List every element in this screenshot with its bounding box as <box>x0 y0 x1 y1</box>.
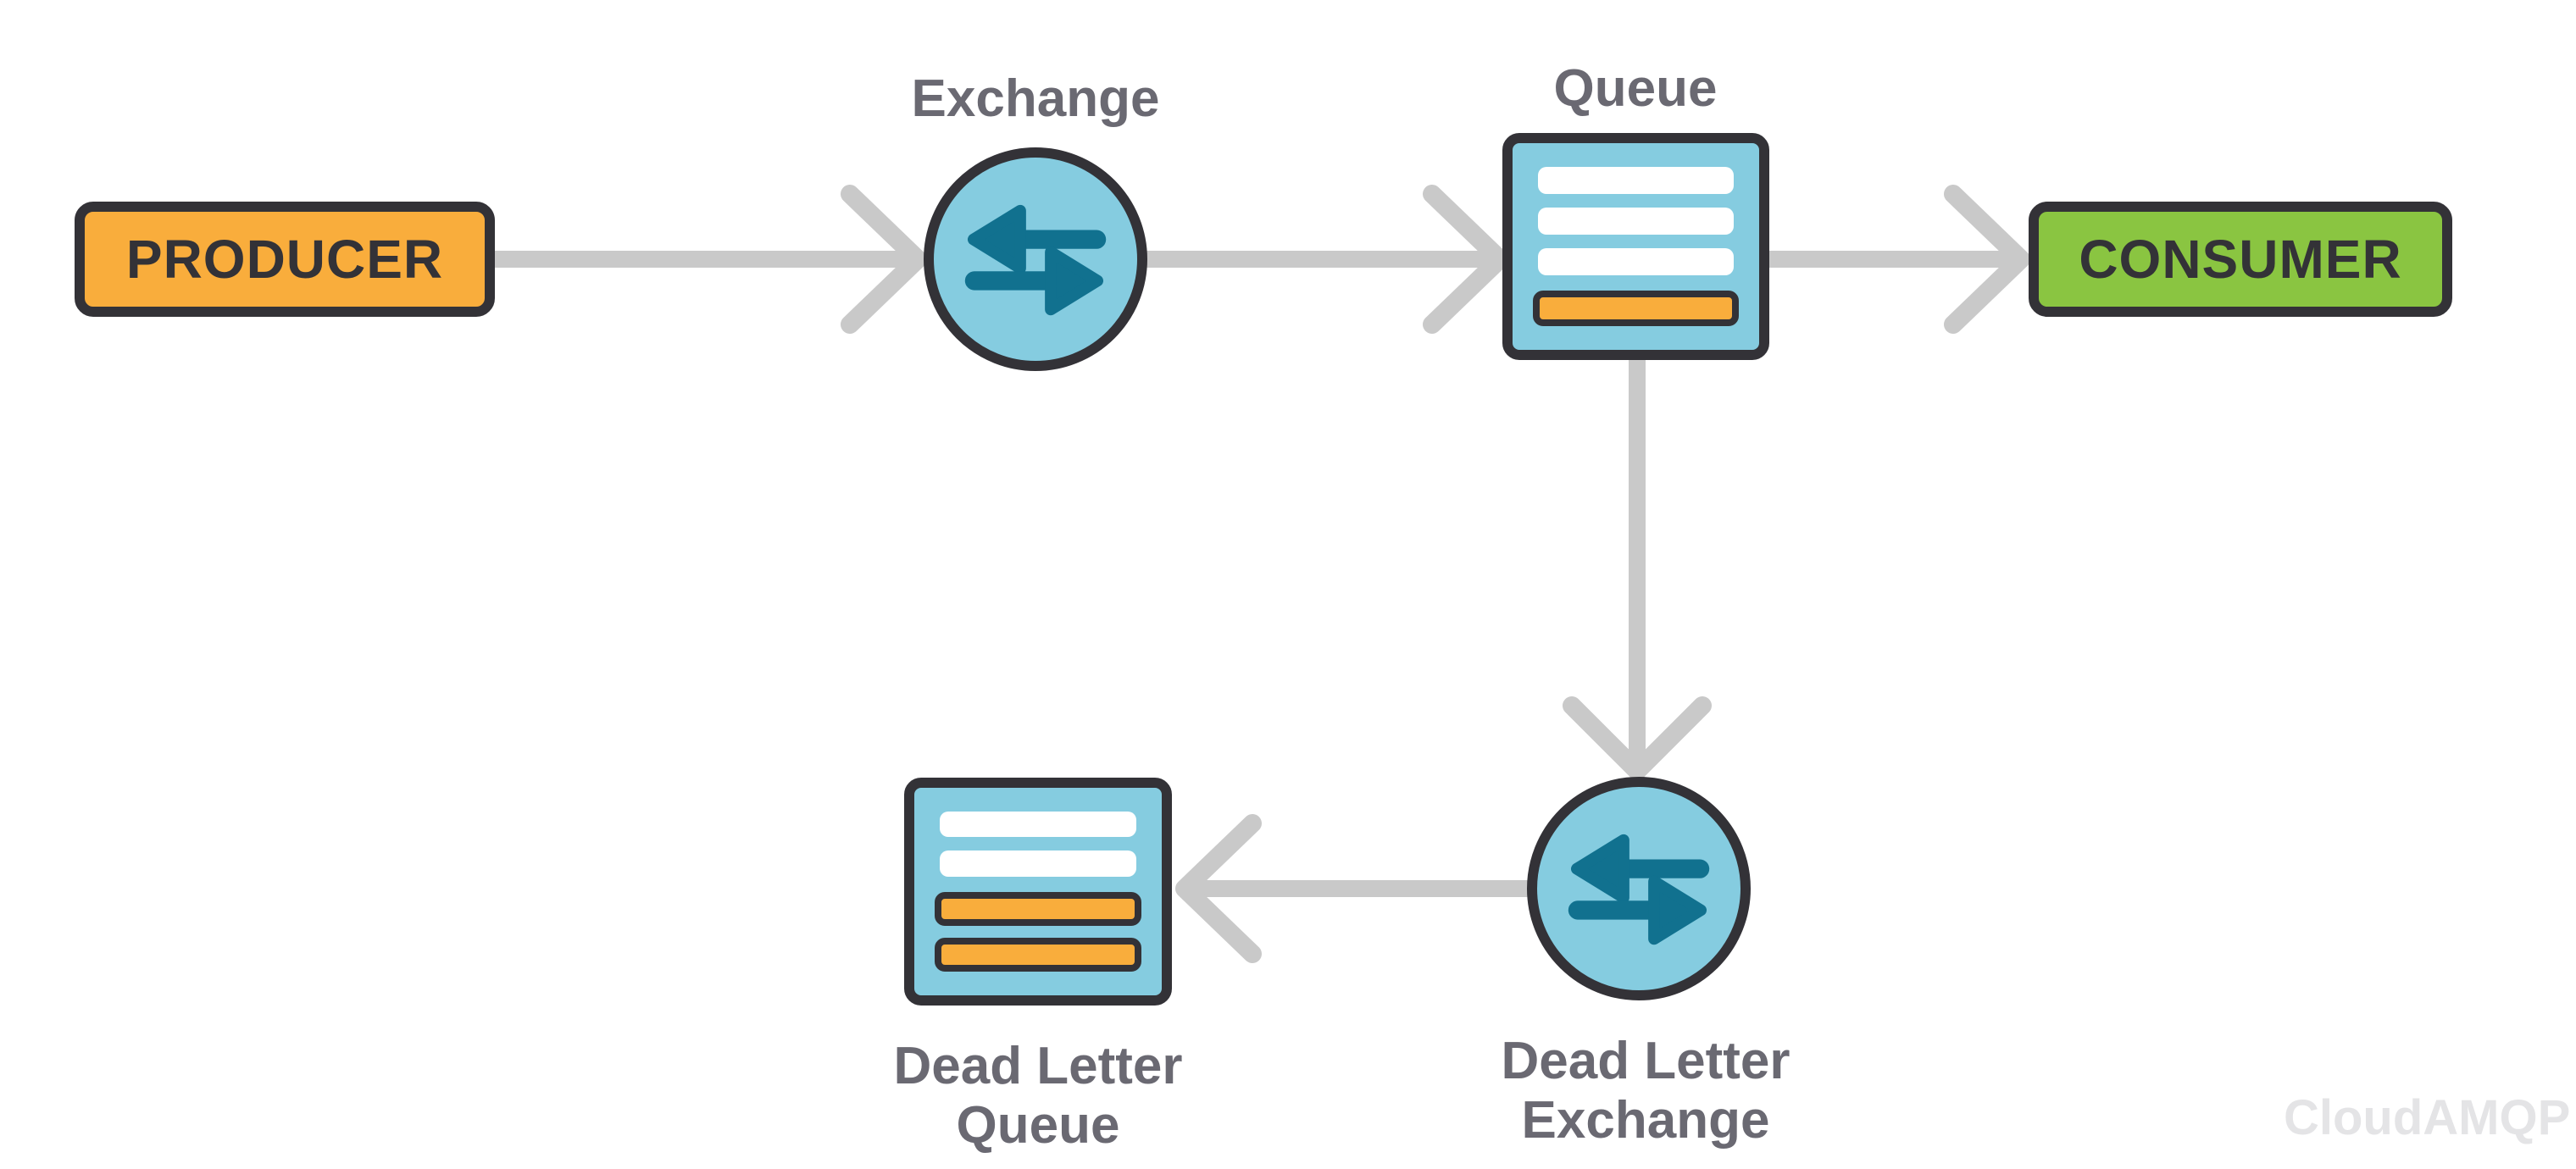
bidirectional-arrows-icon <box>1568 834 1710 945</box>
bidirectional-arrows-icon <box>964 204 1107 316</box>
queue-empty-slot <box>940 812 1136 838</box>
arrow-queue-to-dead-letter-exchange <box>1563 347 1712 780</box>
queue-message <box>935 891 1141 926</box>
queue-message <box>935 937 1141 972</box>
cloudamqp-watermark: CloudAMQP <box>2284 1090 2571 1145</box>
queue-empty-slot <box>940 850 1136 877</box>
arrow-exchange-to-queue <box>1135 185 1509 334</box>
arrow-queue-to-consumer <box>1758 185 2030 334</box>
queue-empty-slot <box>1538 208 1734 235</box>
exchange-node <box>924 147 1147 371</box>
arrow-producer-to-exchange <box>479 185 927 334</box>
producer-label: PRODUCER <box>125 229 444 290</box>
dead-letter-exchange-node <box>1527 777 1751 1000</box>
queue-node <box>1502 133 1769 360</box>
queue-empty-slot <box>1538 167 1734 195</box>
consumer-label: CONSUMER <box>2079 229 2402 290</box>
dead-letter-queue-label-line2: Queue <box>956 1096 1120 1155</box>
producer-node: PRODUCER <box>75 202 495 317</box>
dead-letter-queue-node <box>904 778 1172 1006</box>
dead-letter-exchange-label: Dead Letter Exchange <box>1501 1032 1790 1150</box>
queue-message <box>1533 291 1739 327</box>
exchange-label: Exchange <box>911 69 1160 128</box>
queue-label: Queue <box>1553 59 1718 118</box>
consumer-node: CONSUMER <box>2029 202 2452 317</box>
dead-letter-queue-label: Dead Letter Queue <box>869 1037 1208 1155</box>
queue-empty-slot <box>1538 248 1734 276</box>
dead-letter-queue-label-line1: Dead Letter <box>893 1037 1183 1095</box>
arrow-dead-letter-exchange-to-dead-letter-queue <box>1175 814 1541 963</box>
